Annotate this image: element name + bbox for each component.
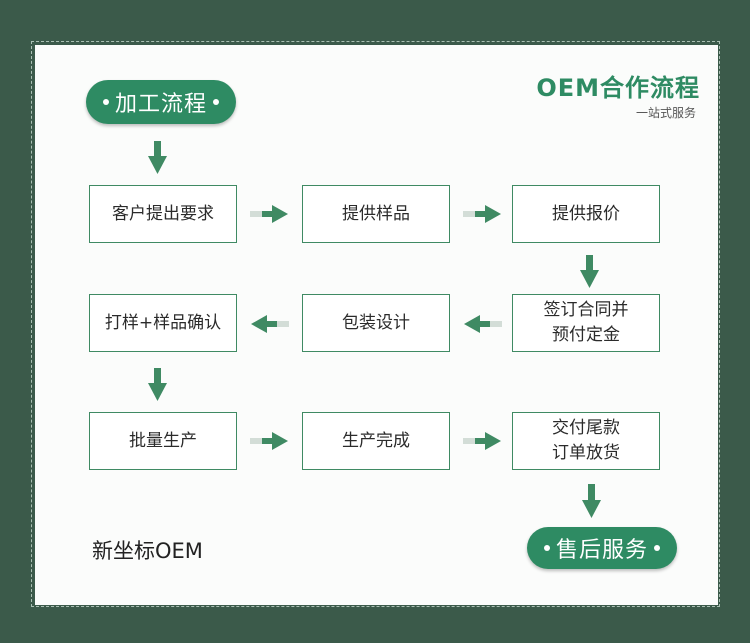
step-sample-confirm: 打样+样品确认	[89, 294, 237, 352]
step-packaging-design: 包装设计	[302, 294, 450, 352]
bullet-dot-icon	[213, 99, 219, 105]
arrow-down-start	[148, 141, 167, 174]
arrow-left-step5-to-step6	[251, 315, 289, 333]
arrow-left-step4-to-step5	[464, 315, 502, 333]
bullet-dot-icon	[543, 545, 550, 551]
step-contract-deposit: 签订合同并 预付定金	[512, 294, 660, 352]
arrow-right-step8-to-step9	[463, 432, 501, 450]
end-label: 售后服务	[555, 538, 648, 563]
diagram-title: OEM合作流程	[536, 74, 700, 102]
arrow-down-step6-to-step7	[148, 368, 167, 401]
step-provide-quote: 提供报价	[512, 185, 660, 243]
start-pill: 加工流程	[86, 80, 236, 124]
bullet-dot-icon	[102, 99, 109, 105]
step-final-payment-shipment: 交付尾款 订单放货	[512, 412, 660, 470]
arrow-down-step9-to-end	[582, 484, 601, 518]
brand-label: 新坐标OEM	[92, 539, 203, 563]
step-mass-production: 批量生产	[89, 412, 237, 470]
end-pill: 售后服务	[527, 527, 677, 569]
bullet-dot-icon	[654, 545, 660, 551]
step-provide-samples: 提供样品	[302, 185, 450, 243]
arrow-right-step1-to-step2	[250, 205, 288, 223]
step-customer-request: 客户提出要求	[89, 185, 237, 243]
arrow-down-step3-to-step4	[580, 255, 599, 288]
card-dashed-border	[31, 41, 720, 607]
diagram-subtitle: 一站式服务	[635, 106, 696, 120]
arrow-right-step7-to-step8	[250, 432, 288, 450]
arrow-right-step2-to-step3	[463, 205, 501, 223]
start-label: 加工流程	[114, 92, 207, 117]
step-production-complete: 生产完成	[302, 412, 450, 470]
